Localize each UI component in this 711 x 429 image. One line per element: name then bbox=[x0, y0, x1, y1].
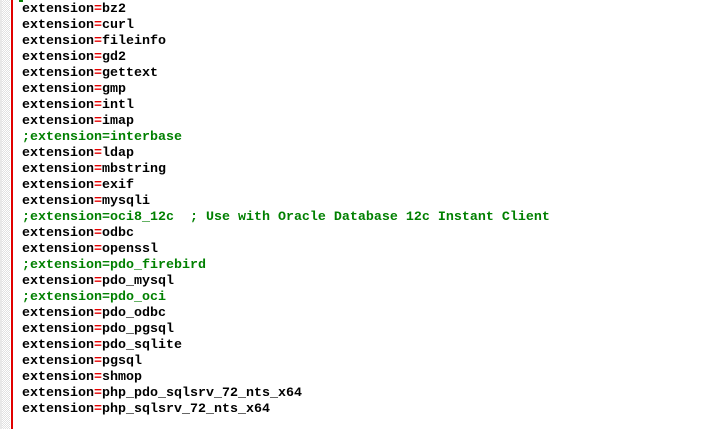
directive-value: pdo_odbc bbox=[101, 306, 166, 321]
code-line[interactable]: extension=gd2 bbox=[22, 50, 711, 66]
directive-value: php_sqlsrv_72_nts_x64 bbox=[101, 402, 270, 417]
code-line[interactable]: extension=pdo_sqlite bbox=[22, 338, 711, 354]
directive-key: extension bbox=[22, 50, 94, 65]
directive-key: extension bbox=[22, 162, 94, 177]
directive-key: extension bbox=[22, 386, 94, 401]
editor-left-edge bbox=[0, 0, 2, 429]
assignment-operator: = bbox=[93, 82, 102, 97]
code-line[interactable]: extension=gettext bbox=[22, 66, 711, 82]
directive-key: extension bbox=[22, 178, 94, 193]
directive-value: gettext bbox=[101, 66, 158, 81]
assignment-operator: = bbox=[93, 34, 102, 49]
directive-key: extension bbox=[22, 226, 94, 241]
directive-value: odbc bbox=[101, 226, 134, 241]
code-line[interactable]: extension=ldap bbox=[22, 146, 711, 162]
assignment-operator: = bbox=[93, 114, 102, 129]
directive-value: ldap bbox=[101, 146, 134, 161]
code-line[interactable]: extension=openssl bbox=[22, 242, 711, 258]
code-line[interactable]: extension=php_pdo_sqlsrv_72_nts_x64 bbox=[22, 386, 711, 402]
directive-key: extension bbox=[22, 34, 94, 49]
assignment-operator: = bbox=[93, 274, 102, 289]
directive-value: pgsql bbox=[101, 354, 142, 369]
directive-key: extension bbox=[22, 2, 94, 17]
code-line[interactable]: extension=gmp bbox=[22, 82, 711, 98]
code-line[interactable]: extension=pdo_mysql bbox=[22, 274, 711, 290]
directive-key: extension bbox=[22, 306, 94, 321]
assignment-operator: = bbox=[93, 338, 102, 353]
clipped-line-fragment bbox=[19, 0, 23, 2]
directive-key: extension bbox=[22, 114, 94, 129]
code-line[interactable]: extension=imap bbox=[22, 114, 711, 130]
code-line[interactable]: ;extension=oci8_12c ; Use with Oracle Da… bbox=[22, 210, 550, 225]
code-line[interactable]: extension=odbc bbox=[22, 226, 711, 242]
directive-key: extension bbox=[22, 66, 94, 81]
assignment-operator: = bbox=[93, 2, 102, 17]
directive-value: pdo_mysql bbox=[101, 274, 174, 289]
code-line[interactable]: extension=php_sqlsrv_72_nts_x64 bbox=[22, 402, 711, 418]
assignment-operator: = bbox=[93, 66, 102, 81]
directive-key: extension bbox=[22, 18, 94, 33]
directive-value: php_pdo_sqlsrv_72_nts_x64 bbox=[101, 386, 302, 401]
directive-value: bz2 bbox=[101, 2, 126, 17]
code-line[interactable]: extension=exif bbox=[22, 178, 711, 194]
directive-key: extension bbox=[22, 146, 94, 161]
directive-key: extension bbox=[22, 98, 94, 113]
directive-value: openssl bbox=[101, 242, 158, 257]
directive-value: fileinfo bbox=[101, 34, 166, 49]
directive-key: extension bbox=[22, 370, 94, 385]
assignment-operator: = bbox=[93, 402, 102, 417]
code-line[interactable]: extension=intl bbox=[22, 98, 711, 114]
code-line[interactable]: ;extension=pdo_firebird bbox=[22, 258, 206, 273]
assignment-operator: = bbox=[93, 98, 102, 113]
directive-value: exif bbox=[101, 178, 134, 193]
directive-key: extension bbox=[22, 338, 94, 353]
bookmark-margin[interactable] bbox=[2, 0, 10, 429]
assignment-operator: = bbox=[93, 18, 102, 33]
code-line[interactable]: extension=mysqli bbox=[22, 194, 711, 210]
assignment-operator: = bbox=[93, 194, 102, 209]
assignment-operator: = bbox=[93, 162, 102, 177]
directive-value: curl bbox=[101, 18, 134, 33]
assignment-operator: = bbox=[93, 386, 102, 401]
directive-key: extension bbox=[22, 274, 94, 289]
code-line[interactable]: ;extension=interbase bbox=[22, 130, 182, 145]
code-line[interactable]: extension=fileinfo bbox=[22, 34, 711, 50]
directive-key: extension bbox=[22, 242, 94, 257]
assignment-operator: = bbox=[93, 322, 102, 337]
directive-value: mysqli bbox=[101, 194, 150, 209]
directive-value: intl bbox=[101, 98, 134, 113]
directive-value: gd2 bbox=[101, 50, 126, 65]
code-line[interactable]: extension=bz2 bbox=[22, 2, 711, 18]
directive-key: extension bbox=[22, 402, 94, 417]
directive-value: imap bbox=[101, 114, 134, 129]
code-line[interactable]: extension=pgsql bbox=[22, 354, 711, 370]
directive-value: pdo_pgsql bbox=[101, 322, 174, 337]
assignment-operator: = bbox=[93, 178, 102, 193]
assignment-operator: = bbox=[93, 242, 102, 257]
code-line[interactable]: extension=pdo_pgsql bbox=[22, 322, 711, 338]
directive-value: shmop bbox=[101, 370, 142, 385]
directive-key: extension bbox=[22, 322, 94, 337]
directive-key: extension bbox=[22, 194, 94, 209]
assignment-operator: = bbox=[93, 306, 102, 321]
code-line[interactable]: extension=shmop bbox=[22, 370, 711, 386]
assignment-operator: = bbox=[93, 370, 102, 385]
code-line[interactable]: extension=curl bbox=[22, 18, 711, 34]
assignment-operator: = bbox=[93, 146, 102, 161]
directive-value: mbstring bbox=[101, 162, 166, 177]
directive-key: extension bbox=[22, 354, 94, 369]
change-marker-line bbox=[11, 0, 13, 429]
directive-key: extension bbox=[22, 82, 94, 97]
directive-value: pdo_sqlite bbox=[101, 338, 182, 353]
code-line[interactable]: extension=mbstring bbox=[22, 162, 711, 178]
assignment-operator: = bbox=[93, 226, 102, 241]
code-line[interactable]: ;extension=pdo_oci bbox=[22, 290, 166, 305]
assignment-operator: = bbox=[93, 50, 102, 65]
assignment-operator: = bbox=[93, 354, 102, 369]
directive-value: gmp bbox=[101, 82, 126, 97]
code-line[interactable]: extension=pdo_odbc bbox=[22, 306, 711, 322]
